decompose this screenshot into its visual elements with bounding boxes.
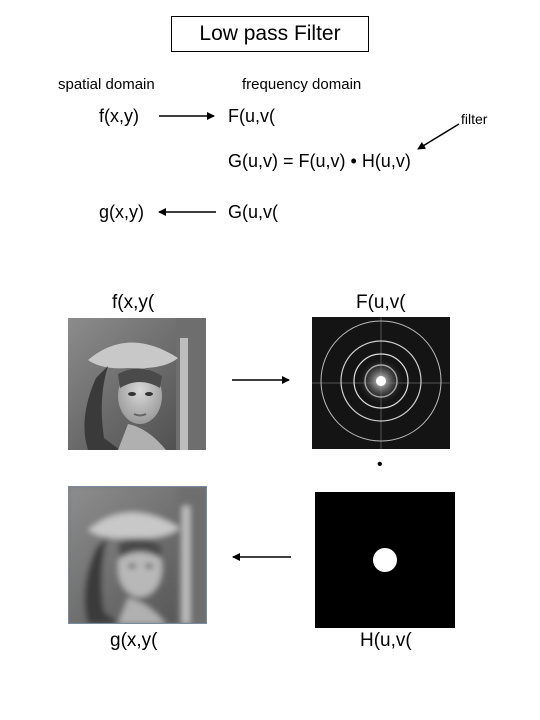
title-text: Low pass Filter <box>199 22 341 45</box>
equation: G(u,v) = F(u,v) • H(u,v) <box>228 151 411 171</box>
filter-mask-image <box>315 492 455 628</box>
frequency-domain-label: frequency domain <box>242 76 362 93</box>
caption-original-image: f(x,y( <box>112 292 155 313</box>
title-box: Low pass Filter <box>171 16 369 52</box>
row3-frequency-function: G(u,v( <box>228 202 279 222</box>
multiply-dot: • <box>377 456 383 473</box>
original-image <box>68 318 206 450</box>
spectrum-image <box>312 317 450 449</box>
spatial-domain-label: spatial domain <box>58 76 155 93</box>
row1-frequency-function: F(u,v( <box>228 106 275 126</box>
caption-filtered-image: g(x,y( <box>110 630 158 651</box>
filter-label: filter <box>461 111 488 127</box>
filtered-image <box>68 486 207 624</box>
arrow-filter-pointer <box>417 123 460 150</box>
caption-filter-mask: H(u,v( <box>360 630 412 651</box>
row3-spatial-function: g(x,y) <box>99 202 144 222</box>
caption-spectrum-image: F(u,v( <box>356 292 406 313</box>
row1-spatial-function: f(x,y) <box>99 106 139 126</box>
